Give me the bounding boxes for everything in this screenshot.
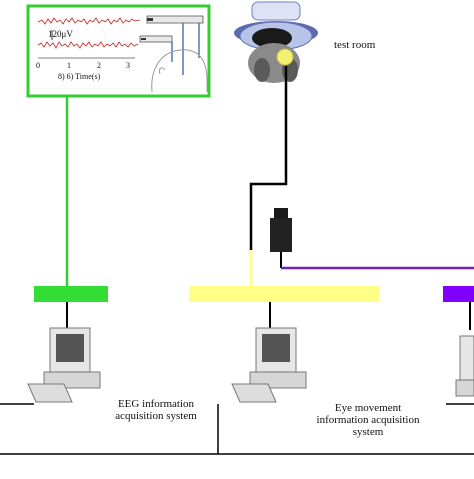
head-outline xyxy=(151,49,208,93)
screen-1 xyxy=(56,334,84,362)
camera-unit xyxy=(270,208,292,268)
eeg-axis-0: 0 xyxy=(36,61,40,70)
camera-body xyxy=(270,218,292,252)
eeg-axis-3: 3 xyxy=(126,61,130,70)
eeg-system-label-line2: acquisition system xyxy=(115,410,197,422)
eeg-panel xyxy=(26,4,211,98)
screen-2 xyxy=(262,334,290,362)
eye-system-label-line3: system xyxy=(352,426,384,438)
test-room-label: test room xyxy=(334,39,376,51)
base-3 xyxy=(455,379,474,397)
device-top-unit xyxy=(251,1,301,21)
electrode-2-tip xyxy=(141,38,146,40)
device-sensor xyxy=(276,48,294,66)
electrode-1 xyxy=(146,15,204,24)
test-room-device xyxy=(234,1,318,83)
device-head xyxy=(252,28,292,48)
eeg-axis-2: 2 xyxy=(97,61,101,70)
keyboard-1 xyxy=(27,383,73,403)
eye-system-label-line1: Eye movement xyxy=(334,402,402,414)
eeg-trace-1 xyxy=(37,17,141,25)
computer-third xyxy=(455,302,474,397)
eeg-time-label: 8) 6) Time(s) xyxy=(58,72,101,81)
eeg-system-label: EEG information acquisition system xyxy=(100,398,212,422)
eeg-axis-1: 1 xyxy=(67,61,71,70)
eeg-bar xyxy=(34,286,108,302)
electrode-2 xyxy=(139,35,173,43)
computer-eye xyxy=(231,327,307,403)
third-bar xyxy=(443,286,474,302)
device-body-shadow-left xyxy=(254,58,270,82)
eye-system-label-line2: information acquisition xyxy=(316,414,420,426)
eeg-scale-label: 120μV xyxy=(48,29,73,39)
eye-system-label: Eye movement information acquisition sys… xyxy=(296,402,440,438)
eye-bar xyxy=(189,286,379,302)
ear-outline xyxy=(159,67,166,75)
computer-eeg xyxy=(27,327,101,403)
camera-top xyxy=(274,208,288,218)
electrode-1-tip xyxy=(147,18,153,21)
eeg-trace-2 xyxy=(37,41,139,49)
eeg-system-label-line1: EEG information xyxy=(117,398,195,410)
keyboard-2 xyxy=(231,383,277,403)
test-room-wire xyxy=(249,66,288,292)
monitor-3 xyxy=(459,335,474,381)
